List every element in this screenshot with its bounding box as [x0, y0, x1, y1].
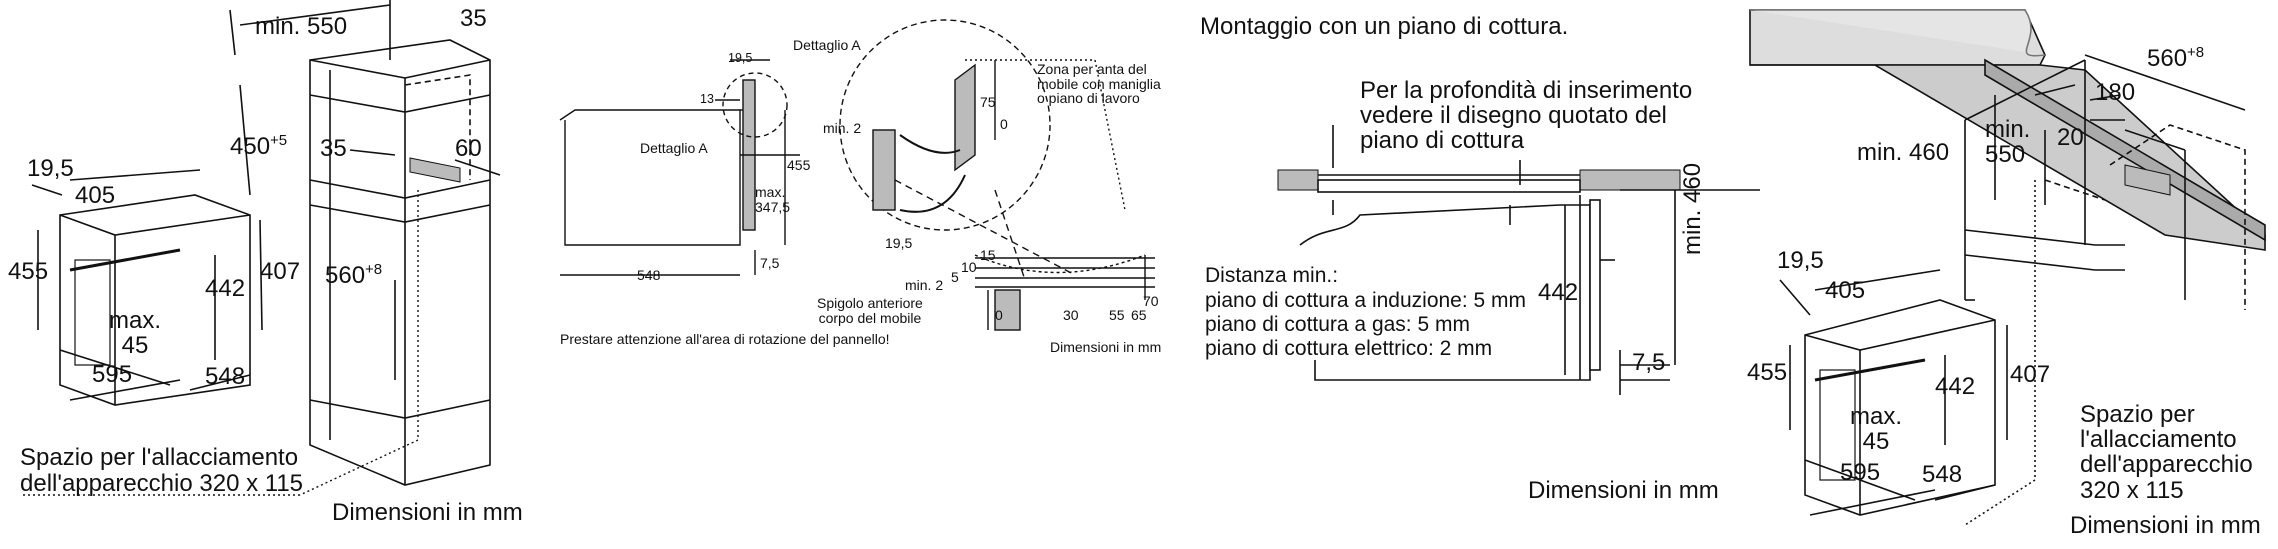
dim-7-5: 7,5 [1632, 349, 1666, 376]
panel-tall-cabinet-installation: min. 550 35 450+5 35 60 560+8 19,5 405 4… [0, 0, 560, 549]
dim-548: 548 [1922, 461, 1963, 488]
hob-installation-drawing [1277, 125, 1760, 395]
dim-75: 75 [980, 94, 996, 110]
connection-space-note: Spazio per l'allacciamento dell'apparecc… [2080, 401, 2253, 504]
dim-30: 30 [1063, 307, 1079, 323]
dim-19-5-bottom: 19,5 [885, 235, 913, 251]
dim-min-2-bottom: min. 2 [905, 277, 944, 293]
dim-0-bottom: 0 [995, 307, 1003, 323]
panel-under-counter-installation: 560+8 180 min. 460 min. 550 20 19,5 405 … [1745, 0, 2278, 549]
dim-450: 450+5 [230, 132, 288, 160]
tall-cabinet-drawing [20, 0, 501, 496]
insertion-depth-note: Per la profondità di inserimento vedere … [1360, 77, 1693, 155]
dim-15: 15 [980, 247, 996, 263]
distance-electric: piano di cottura elettrico: 2 mm [1205, 337, 1493, 360]
dim-560: 560+8 [2147, 44, 2205, 72]
dim-20: 20 [2057, 124, 2084, 151]
detail-a-title: Dettaglio A [793, 37, 861, 53]
distance-gas: piano di cottura a gas: 5 mm [1205, 313, 1470, 336]
dim-max-347-5: max. 347,5 [755, 184, 791, 215]
units-label: Dimensioni in mm [1050, 339, 1162, 355]
rotation-warning: Prestare attenzione all'area di rotazion… [560, 331, 890, 347]
dim-407: 407 [260, 258, 301, 285]
dim-19-5: 19,5 [1777, 247, 1824, 274]
under-counter-drawing [1749, 9, 2266, 526]
dim-19-5-top: 19,5 [728, 51, 753, 65]
dim-70: 70 [1143, 293, 1159, 309]
min-distance-title: Distanza min.: [1205, 264, 1339, 287]
detail-a-label: Dettaglio A [640, 140, 708, 156]
dim-min-2-top: min. 2 [823, 120, 862, 136]
dim-405: 405 [1825, 277, 1866, 304]
dim-7-5: 7,5 [760, 255, 780, 271]
distance-induction: piano di cottura a induzione: 5 mm [1205, 289, 1527, 312]
dim-548: 548 [637, 267, 661, 283]
dim-595: 595 [1840, 459, 1881, 486]
dim-548: 548 [205, 363, 246, 390]
dim-0-top: 0 [1000, 116, 1008, 132]
dim-min-550: min. 550 [1985, 116, 2031, 169]
dim-65: 65 [1131, 307, 1147, 323]
dim-442: 442 [1935, 373, 1976, 400]
dim-405: 405 [75, 182, 116, 209]
units-label: Dimensioni in mm [332, 499, 523, 526]
door-zone-note: Zona per anta del mobile con maniglia o … [1037, 61, 1161, 107]
dim-595: 595 [92, 361, 133, 388]
dim-455: 455 [8, 258, 49, 285]
dim-10: 10 [961, 259, 977, 275]
connection-space-note: Spazio per l'allacciamento dell'apparecc… [20, 444, 304, 498]
units-label: Dimensioni in mm [1528, 477, 1719, 504]
dim-13: 13 [700, 92, 714, 106]
dim-407: 407 [2010, 361, 2051, 388]
dim-180: 180 [2095, 79, 2136, 106]
dim-60: 60 [455, 135, 482, 162]
panel-hob-installation: Montaggio con un piano di cottura. Per l… [1200, 0, 1760, 549]
dim-55: 55 [1109, 307, 1125, 323]
dim-35-mid: 35 [320, 135, 347, 162]
dim-max-45: max. 45 [108, 307, 161, 360]
dim-min-460: min. 460 [1679, 162, 1706, 255]
units-label: Dimensioni in mm [2070, 512, 2261, 539]
dim-442: 442 [205, 275, 246, 302]
panel-detail-a-door-rotation: 19,5 13 Dettaglio A Dettaglio A 455 max.… [555, 0, 1175, 549]
dim-35-top: 35 [460, 5, 487, 32]
dim-19-5: 19,5 [27, 155, 74, 182]
hob-title: Montaggio con un piano di cottura. [1200, 13, 1569, 40]
dim-min-460: min. 460 [1857, 139, 1950, 166]
dim-455: 455 [1747, 359, 1788, 386]
dim-442: 442 [1538, 279, 1579, 306]
dim-5: 5 [951, 269, 959, 285]
dim-455: 455 [787, 157, 811, 173]
detail-a-drawing [559, 19, 1155, 331]
cabinet-edge-note: Spigolo anteriore corpo del mobile [817, 295, 923, 326]
dim-560: 560+8 [325, 261, 383, 289]
dim-min-550: min. 550 [255, 13, 348, 40]
dim-max-45: max. 45 [1850, 403, 1903, 456]
